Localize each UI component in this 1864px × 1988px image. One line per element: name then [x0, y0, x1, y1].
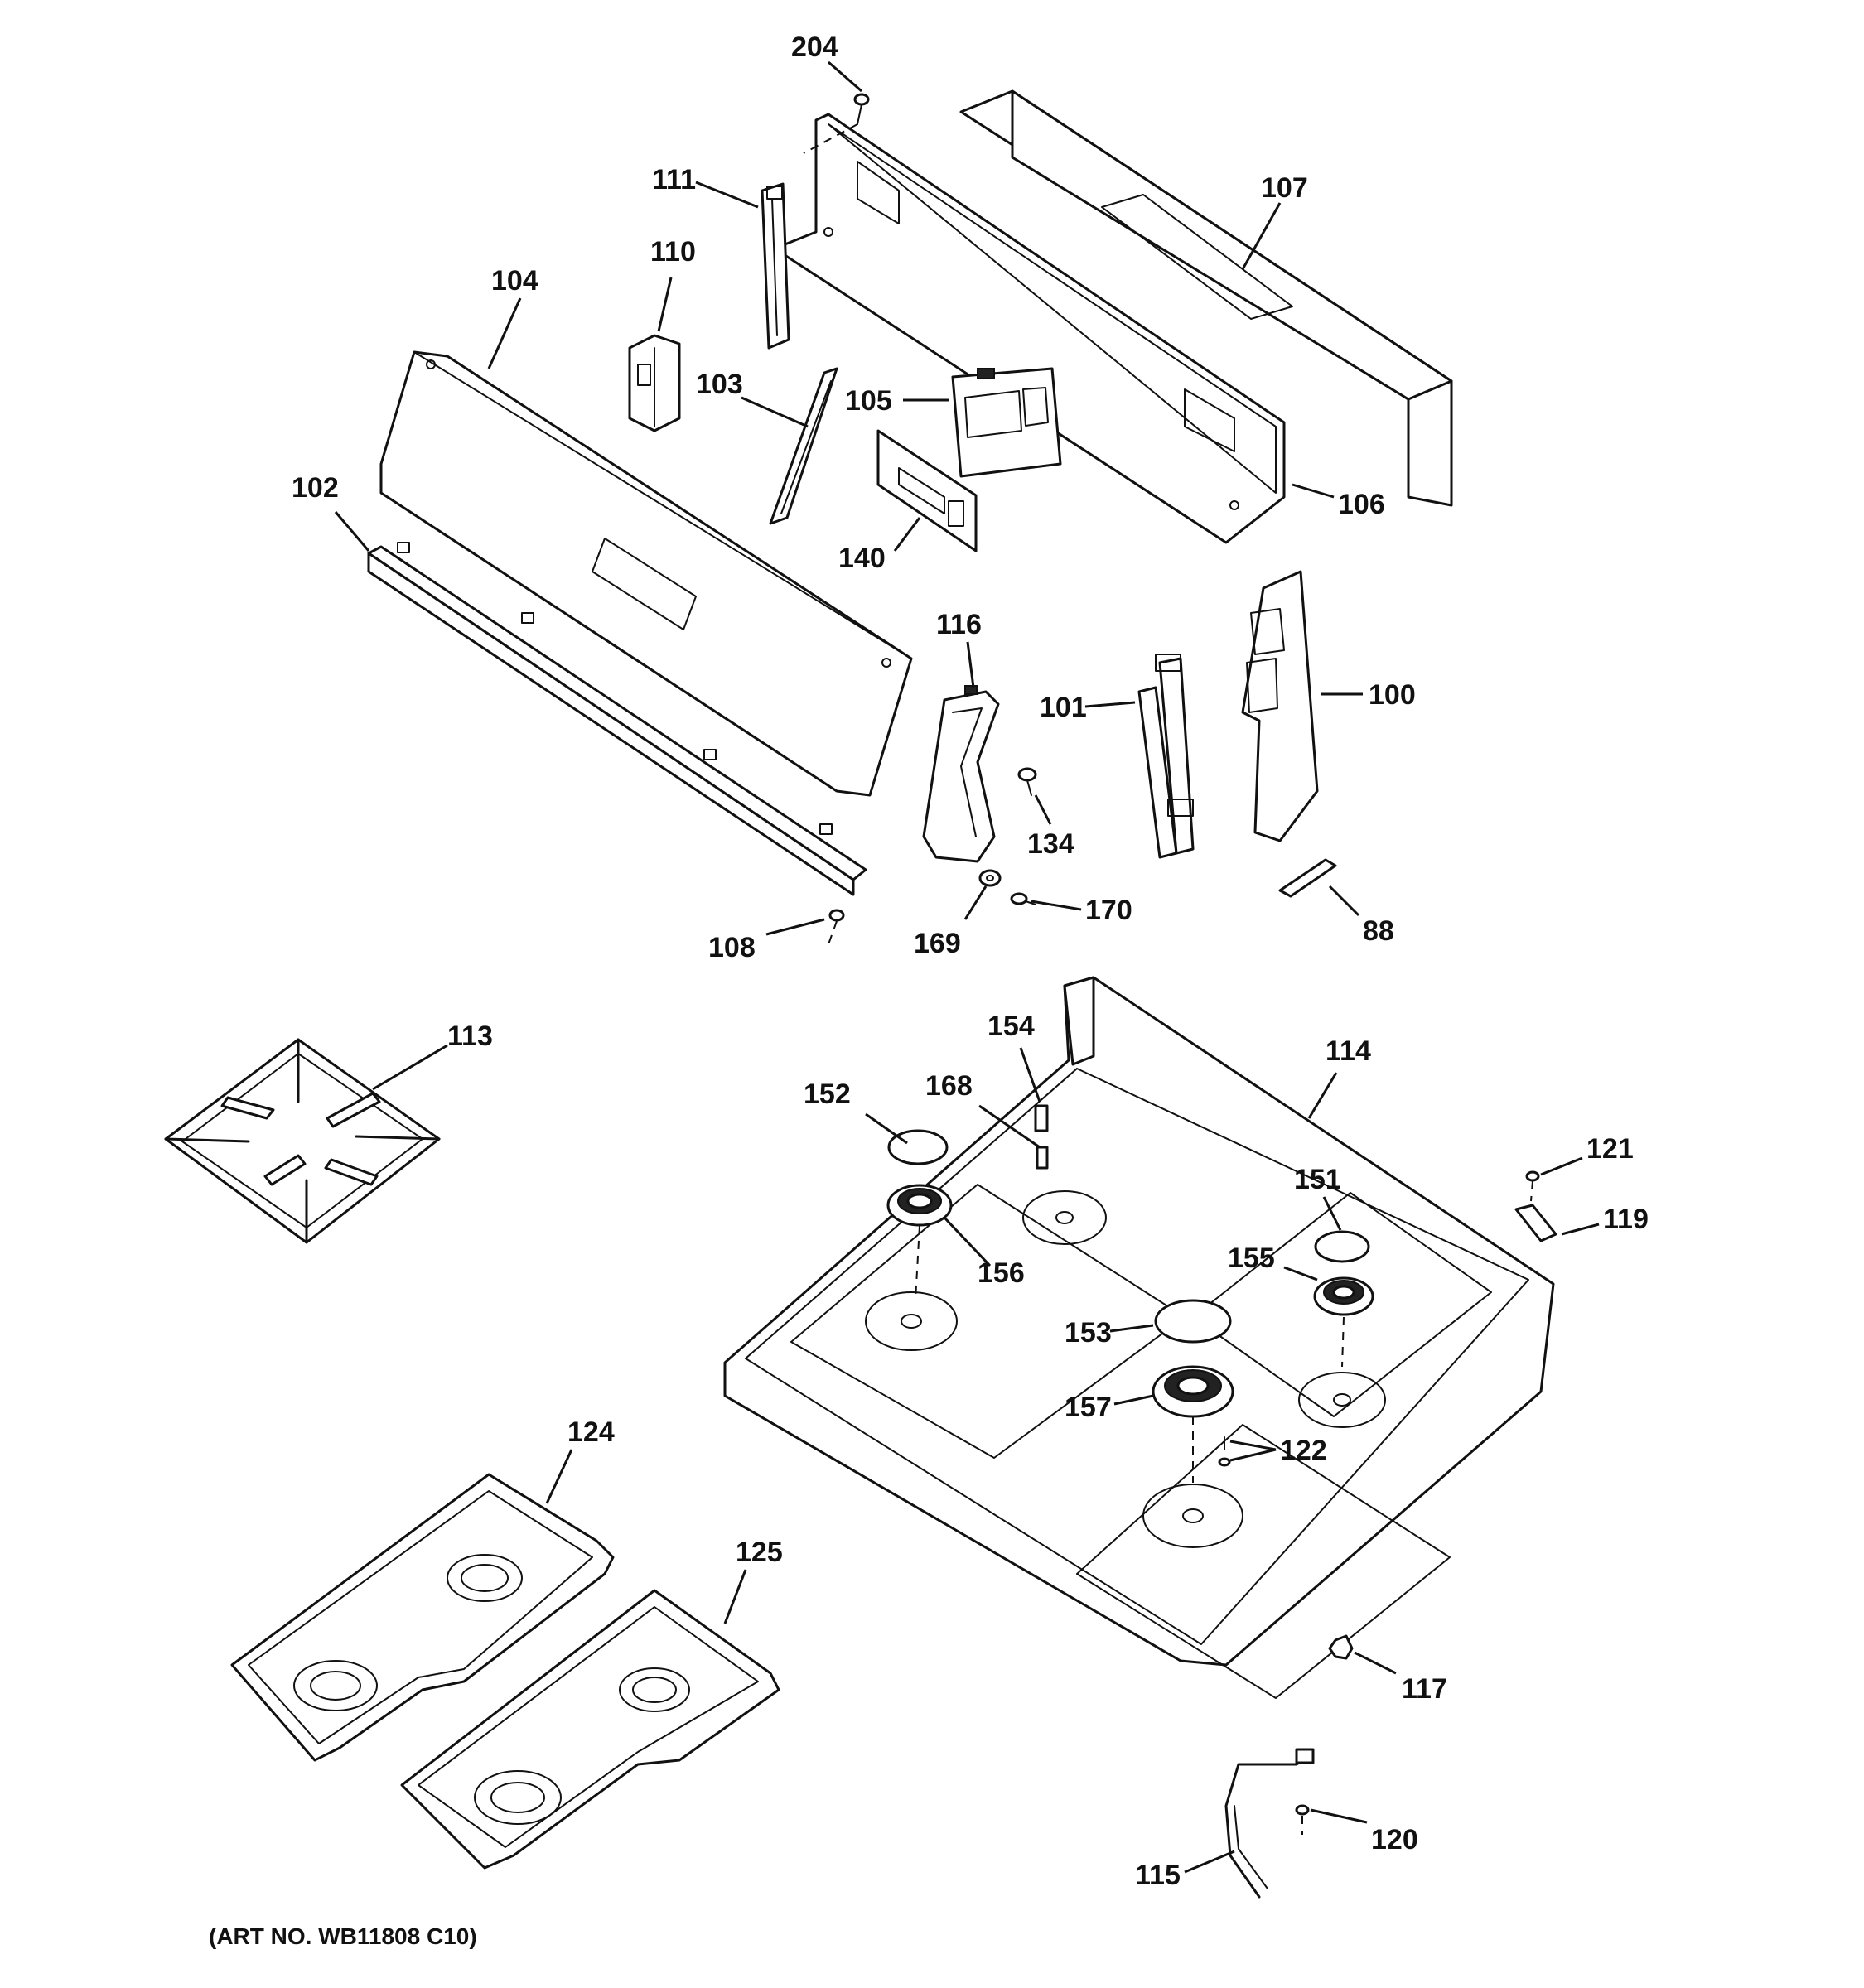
callout-103: 103 [696, 369, 743, 400]
part-111-bracket [761, 182, 790, 350]
part-168-fastener [1036, 1146, 1049, 1170]
callout-169: 169 [914, 928, 961, 959]
callout-115: 115 [1135, 1860, 1181, 1891]
part-88-pad [1278, 858, 1337, 898]
callout-108: 108 [708, 932, 756, 963]
callout-155: 155 [1228, 1242, 1275, 1274]
callout-156: 156 [978, 1257, 1025, 1289]
part-122-screws [1218, 1436, 1231, 1467]
callout-114: 114 [1326, 1035, 1371, 1067]
part-113-grate [164, 1038, 441, 1244]
part-151-burner-cap [1314, 1230, 1370, 1263]
part-121-screw [1525, 1170, 1540, 1202]
callout-107: 107 [1261, 172, 1308, 204]
part-103-strap [769, 367, 838, 525]
callout-153: 153 [1065, 1317, 1112, 1349]
part-107-top-cover [959, 89, 1453, 507]
part-117-nut [1328, 1634, 1354, 1660]
part-140-overlay [876, 429, 978, 552]
callout-154: 154 [988, 1011, 1035, 1042]
callout-125: 125 [736, 1537, 783, 1568]
callout-105: 105 [845, 385, 892, 417]
part-169-washer [978, 869, 1002, 887]
callout-170: 170 [1085, 895, 1132, 926]
callout-152: 152 [804, 1078, 851, 1110]
part-116-side-trim [922, 685, 1000, 863]
part-119-bracket [1514, 1204, 1557, 1242]
callout-140: 140 [838, 543, 886, 574]
callout-121: 121 [1586, 1133, 1634, 1165]
part-110-module [628, 334, 681, 432]
part-156-burner-head [886, 1184, 953, 1301]
callout-120: 120 [1371, 1824, 1418, 1855]
part-114-cooktop [723, 976, 1555, 1699]
part-102-trim-rail [367, 542, 867, 896]
callout-106: 106 [1338, 489, 1385, 520]
callout-122: 122 [1280, 1435, 1327, 1466]
leader-lines [334, 60, 1600, 1874]
callout-102: 102 [292, 472, 339, 504]
part-157-burner-head [1152, 1365, 1234, 1483]
part-155-burner-head [1313, 1276, 1374, 1368]
part-120-screw [1295, 1804, 1310, 1835]
callout-113: 113 [447, 1021, 493, 1052]
callout-204: 204 [791, 31, 838, 63]
part-124-drip-pan [230, 1473, 615, 1762]
callout-119: 119 [1603, 1204, 1649, 1235]
part-100-end-panel [1241, 570, 1319, 842]
callout-111: 111 [652, 164, 696, 195]
callout-labels: 204 111 107 110 104 103 105 106 102 140 … [292, 31, 1649, 1891]
part-204-screw [803, 93, 870, 154]
part-104-control-panel [379, 350, 913, 797]
callout-151: 151 [1294, 1164, 1341, 1195]
callout-100: 100 [1369, 679, 1416, 711]
part-106-back-panel [773, 113, 1286, 544]
callout-168: 168 [925, 1070, 973, 1102]
callout-124: 124 [567, 1416, 615, 1448]
part-152-burner-cap [887, 1129, 949, 1165]
part-115-rod [1224, 1748, 1315, 1899]
art-number-note: (ART NO. WB11808 C10) [209, 1923, 477, 1949]
part-101-bracket [1137, 654, 1195, 859]
callout-104: 104 [491, 265, 538, 297]
callout-134: 134 [1027, 828, 1074, 860]
part-134-screw [1017, 767, 1037, 796]
callout-117: 117 [1402, 1673, 1447, 1705]
callout-88: 88 [1363, 915, 1394, 947]
callout-101: 101 [1040, 692, 1087, 723]
part-153-burner-cap [1154, 1299, 1232, 1344]
callout-110: 110 [650, 236, 696, 268]
callout-116: 116 [936, 609, 982, 640]
part-105-control [951, 367, 1062, 478]
part-170-screw [1010, 892, 1036, 905]
part-108-screw [828, 909, 845, 945]
callout-157: 157 [1065, 1392, 1112, 1423]
part-125-drip-pan [400, 1589, 780, 1870]
part-154-electrode [1034, 1104, 1049, 1132]
